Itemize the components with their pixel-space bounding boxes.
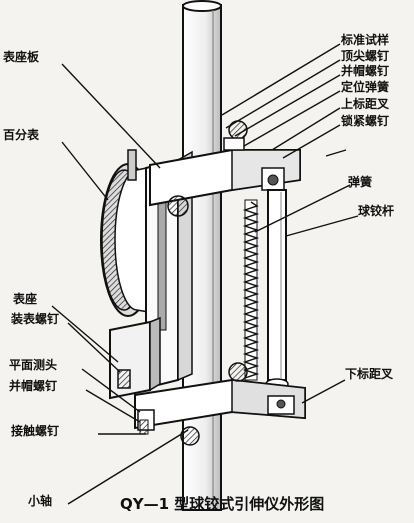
label-center-point-screw: 顶尖螺钉: [341, 49, 390, 63]
label-standard-specimen: 标准试样: [341, 33, 390, 47]
label-gauge-mount-screw: 装表螺钉: [11, 312, 60, 326]
label-lock-nut-screw-right: 并帽螺钉: [341, 64, 390, 78]
label-lower-gauge-fork: 下标距叉: [345, 367, 394, 381]
label-upper-gauge-fork: 上标距叉: [341, 97, 390, 111]
label-flat-probe: 平面测头: [9, 358, 58, 372]
flat-probe: [137, 409, 155, 435]
label-dial-indicator: 百分表: [3, 128, 40, 142]
leader-lines: [51, 43, 359, 505]
figure-caption: QY—1 型球铰式引伸仪外形图: [120, 495, 325, 513]
label-spring: 弹簧: [348, 175, 373, 189]
label-lock-nut-screw-left: 并帽螺钉: [9, 379, 58, 393]
label-contact-screw: 接触螺钉: [11, 424, 60, 438]
upper-gauge-fork: [149, 120, 301, 217]
lower-gauge-fork: [134, 362, 306, 446]
label-positioning-spring: 定位弹簧: [341, 80, 390, 94]
ball-joint-rod: [265, 189, 289, 390]
label-gauge-holder-plate: 表座板: [3, 50, 40, 64]
spring: [242, 199, 260, 381]
dial-indicator: [100, 149, 165, 317]
label-locking-screw: 锁紧螺钉: [341, 114, 390, 128]
label-gauge-seat: 表座: [13, 292, 38, 306]
label-small-shaft: 小轴: [28, 494, 53, 508]
label-ball-joint-rod: 球铰杆: [358, 204, 395, 218]
gauge-mount-screw: [117, 369, 131, 389]
